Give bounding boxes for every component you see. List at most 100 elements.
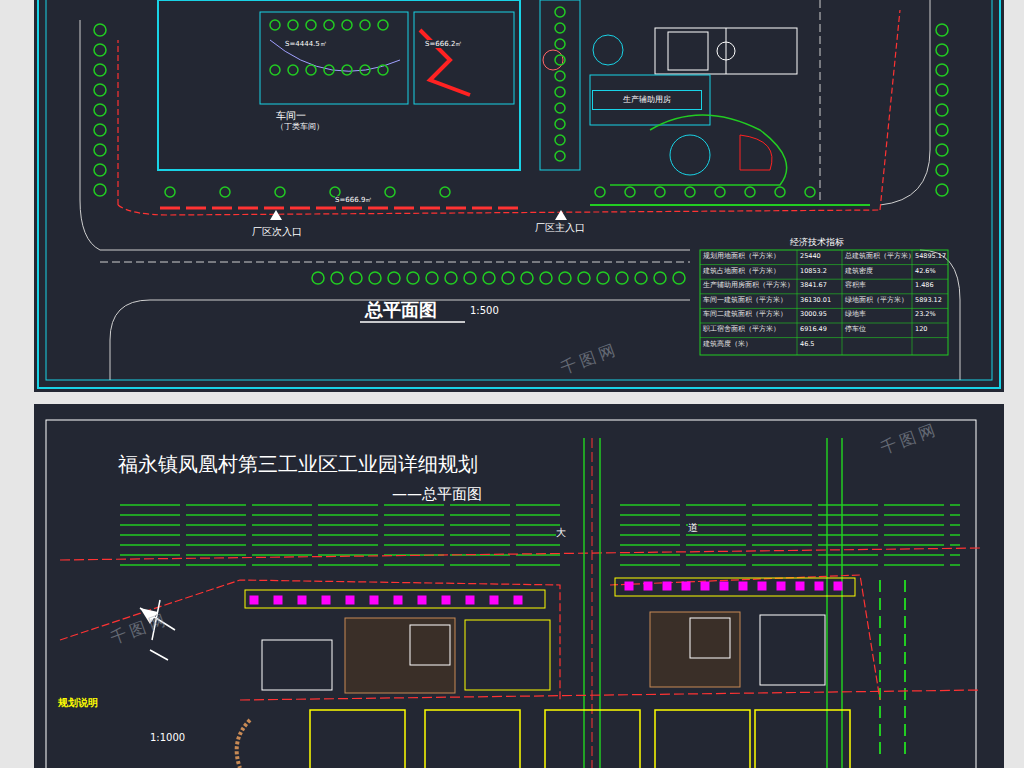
plaza-outline xyxy=(345,618,455,693)
road-lane xyxy=(841,438,843,768)
magenta-block xyxy=(796,582,804,590)
table-cell: 120 xyxy=(915,326,927,333)
road-lane xyxy=(904,724,906,736)
tree-symbol xyxy=(655,187,665,197)
table-rule xyxy=(700,264,948,265)
tree-symbol xyxy=(936,24,948,36)
plaza-outline xyxy=(650,612,740,687)
tree-symbol xyxy=(220,187,230,197)
table-cell: 10853.2 xyxy=(800,268,827,275)
table-cell: 停车位 xyxy=(845,326,866,333)
table-cell: 容积率 xyxy=(845,282,866,289)
tree-symbol xyxy=(324,20,334,30)
tree-symbol xyxy=(306,65,316,75)
tree-symbol xyxy=(288,65,298,75)
tree-symbol xyxy=(805,187,815,197)
road-lane xyxy=(120,534,560,536)
tree-symbol xyxy=(540,272,552,284)
road-lane xyxy=(826,438,828,768)
fountain-symbol xyxy=(543,50,563,70)
road-lane xyxy=(879,670,881,682)
building-outline xyxy=(590,75,710,125)
tree-symbol xyxy=(385,187,395,197)
table-rule xyxy=(700,308,948,309)
table-cell: 6916.49 xyxy=(800,326,827,333)
magenta-block xyxy=(490,596,498,604)
magenta-block xyxy=(701,582,709,590)
fountain-symbol xyxy=(670,135,710,175)
road-lane xyxy=(904,706,906,718)
plan-lines xyxy=(60,0,980,768)
tree-symbol xyxy=(312,272,324,284)
tree-symbol xyxy=(555,71,565,81)
tree-symbol xyxy=(94,144,106,156)
tree-symbol xyxy=(673,272,685,284)
tennis-court xyxy=(668,32,708,70)
building-block: 生产辅助用房 xyxy=(592,90,702,110)
table-cell: 3000.95 xyxy=(800,311,827,318)
magenta-block xyxy=(758,582,766,590)
road-lane xyxy=(904,742,906,754)
road-lane xyxy=(120,544,560,546)
factory-outline xyxy=(425,710,520,768)
area-label: S=666.9㎡ xyxy=(335,196,372,204)
tree-symbol xyxy=(559,272,571,284)
tree-symbol xyxy=(165,187,175,197)
tree-symbol xyxy=(94,44,106,56)
table-rule xyxy=(797,250,798,355)
site-boundary xyxy=(60,580,560,700)
tree-symbol xyxy=(342,20,352,30)
table-cell: 3841.67 xyxy=(800,282,827,289)
court-line xyxy=(726,28,727,74)
tree-symbol xyxy=(306,20,316,30)
magenta-block xyxy=(720,582,728,590)
road-lane xyxy=(620,524,960,526)
building-outline xyxy=(465,620,550,690)
tree-symbol xyxy=(94,124,106,136)
tree-symbol xyxy=(378,65,388,75)
tree-symbol xyxy=(936,64,948,76)
indicator-table xyxy=(700,250,948,355)
table-cell: 1.486 xyxy=(915,282,934,289)
sheet-frame xyxy=(46,420,976,768)
tree-symbol xyxy=(654,272,666,284)
road-lane xyxy=(879,580,881,592)
plan-label: ——总平面图 xyxy=(392,486,482,503)
tree-symbol xyxy=(270,65,280,75)
tree-symbol xyxy=(94,184,106,196)
tree-symbol xyxy=(94,104,106,116)
tree-symbol xyxy=(555,119,565,129)
building-label: 生产辅助用房 xyxy=(599,95,695,105)
table-cell: 54895.17 xyxy=(915,253,946,260)
road-lane xyxy=(120,514,560,516)
tree-symbol xyxy=(936,184,948,196)
garden-path xyxy=(420,30,470,95)
tree-symbol xyxy=(597,272,609,284)
watermark: 千图网 xyxy=(109,610,172,648)
road-lane xyxy=(599,438,601,768)
wall-line xyxy=(160,207,520,210)
table-rule xyxy=(700,337,948,338)
tree-symbol xyxy=(635,272,647,284)
tree-symbol xyxy=(555,23,565,33)
tree-symbol xyxy=(936,44,948,56)
tree-symbol xyxy=(555,87,565,97)
table-cell: 建筑占地面积（平方米） xyxy=(703,268,780,275)
tree-symbol xyxy=(715,187,725,197)
road-lane xyxy=(879,706,881,718)
tree-symbol xyxy=(360,20,370,30)
building-outline xyxy=(245,590,545,608)
top-sheet xyxy=(34,0,1004,392)
tree-symbol xyxy=(369,272,381,284)
courtyard-outline xyxy=(414,12,514,104)
tree-symbol xyxy=(521,272,533,284)
table-rule xyxy=(842,250,843,355)
site-boundary xyxy=(118,205,880,215)
area-label: S=4444.5㎡ xyxy=(285,40,327,48)
magenta-block xyxy=(644,582,652,590)
magenta-block xyxy=(442,596,450,604)
road-lane xyxy=(583,438,585,768)
plaza-outline xyxy=(610,115,787,185)
tree-symbol xyxy=(275,187,285,197)
